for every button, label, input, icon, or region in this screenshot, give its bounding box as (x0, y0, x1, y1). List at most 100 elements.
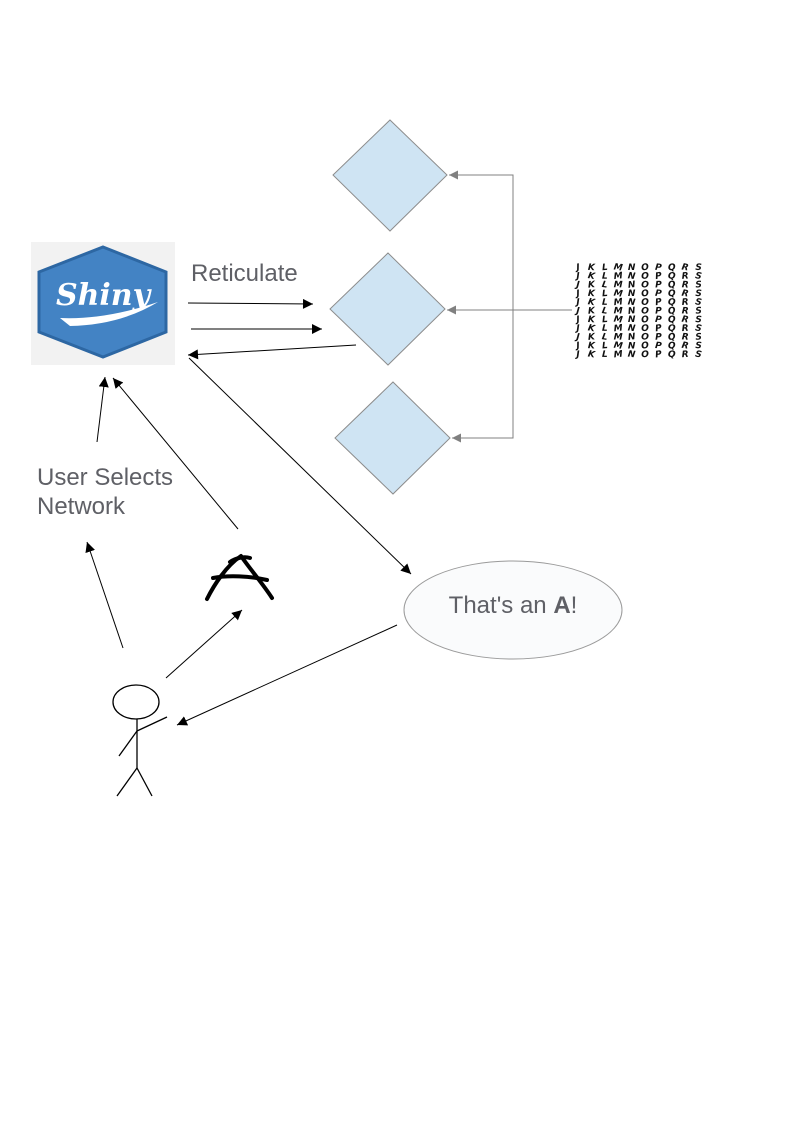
grid-letter: M (613, 289, 623, 300)
grid-letter: J (574, 341, 582, 352)
shiny-network-arrows (187, 298, 412, 575)
grid-letter: O (641, 350, 649, 360)
grid-letter: L (602, 298, 608, 308)
grid-letter: O (641, 298, 649, 308)
grid-letter: N (627, 350, 636, 361)
grid-letter: P (655, 263, 663, 274)
shiny-hex-icon (37, 245, 168, 359)
grid-letter: M (614, 333, 623, 343)
user-label-line2: Network (37, 493, 126, 520)
grid-letter: L (601, 332, 608, 343)
reticulate-label: Reticulate (191, 260, 298, 287)
grid-letter: Q (668, 263, 677, 273)
grid-letter: K (588, 315, 597, 325)
grid-letter: S (694, 271, 702, 282)
grid-letter: P (655, 289, 663, 300)
grid-letter: L (602, 289, 609, 299)
grid-letter: M (613, 323, 623, 334)
grid-letter: P (655, 323, 663, 334)
user-selects-network-label: User Selects Network (37, 463, 173, 521)
grid-letter: K (587, 271, 597, 282)
grid-letter: N (627, 297, 636, 308)
speech-prefix: That's an (448, 592, 554, 619)
grid-letter: P (655, 280, 662, 290)
grid-letter: S (694, 297, 702, 308)
grid-letter: L (602, 263, 609, 273)
grid-letter: K (587, 297, 597, 308)
grid-letter: S (695, 306, 702, 317)
grid-letter: S (695, 280, 702, 291)
grid-letter: N (627, 306, 636, 317)
grid-letter: P (655, 315, 663, 326)
grid-letter: Q (668, 324, 677, 335)
grid-letter: R (681, 341, 690, 352)
grid-letter: M (613, 341, 623, 352)
grid-letter: Q (668, 289, 677, 299)
grid-letter: R (681, 262, 690, 273)
shiny-logo: Shiny (31, 242, 175, 365)
grid-letter: K (588, 341, 597, 351)
logo-swoosh (60, 302, 158, 326)
grid-letter: N (628, 289, 636, 299)
grid-letter: P (655, 332, 662, 342)
grid-letter: N (628, 263, 636, 273)
grid-letter: L (602, 315, 609, 325)
grid-letter: R (681, 298, 689, 308)
speech-bold-letter: A (553, 592, 571, 619)
grid-letter: J (574, 298, 581, 308)
grid-letter: R (681, 271, 689, 281)
grid-letter: R (681, 332, 689, 342)
user-arrows (85, 376, 398, 726)
grid-letter: L (601, 280, 608, 291)
grid-letter: N (627, 323, 636, 334)
grid-letter: J (574, 280, 581, 290)
grid-letter: K (588, 280, 597, 291)
grid-letter: S (694, 350, 702, 361)
grid-letter: M (614, 280, 623, 290)
network-node-top[interactable] (332, 119, 448, 232)
grid-letter: Q (667, 332, 677, 343)
grid-letter: K (587, 323, 597, 334)
drawn-letter-a (205, 554, 274, 601)
grid-letter: K (588, 289, 597, 299)
grid-letter: J (574, 263, 582, 274)
grid-letter: M (613, 350, 623, 361)
grid-letter: N (627, 280, 636, 291)
grid-letter: O (641, 315, 650, 326)
grid-letter: P (655, 297, 663, 308)
grid-letter: O (641, 341, 650, 352)
grid-letter: J (574, 315, 582, 326)
grid-letter: M (613, 262, 623, 273)
speech-bubble (403, 560, 623, 660)
grid-letter: K (587, 349, 597, 360)
grid-letter: S (694, 323, 702, 334)
grid-letter: S (695, 289, 702, 299)
grid-letter: R (681, 324, 689, 334)
user-label-line1: User Selects (37, 464, 174, 491)
grid-letter: Q (668, 341, 677, 351)
grid-letter: R (681, 289, 690, 300)
grid-letter: O (641, 289, 650, 300)
grid-letter: O (641, 306, 650, 317)
grid-letter: Q (667, 306, 677, 317)
grid-letter: L (602, 272, 608, 282)
grid-letter: P (655, 306, 662, 316)
network-node-bottom[interactable] (334, 381, 451, 495)
grid-letter: J (574, 272, 581, 282)
grid-letter: R (681, 315, 690, 326)
network-node-middle[interactable] (329, 252, 446, 366)
grid-letter: O (641, 280, 650, 291)
logo-text: Shiny (56, 278, 153, 313)
user-stick-figure (112, 684, 168, 797)
grid-letter: P (655, 349, 663, 360)
grid-letter: S (695, 315, 702, 325)
grid-letter: Q (668, 298, 677, 309)
grid-letter: S (695, 332, 702, 343)
grid-letter: O (641, 262, 650, 273)
grid-letter: J (574, 350, 581, 360)
grid-letter: N (627, 332, 636, 343)
grid-letter: L (602, 324, 608, 334)
grid-letter: M (613, 271, 623, 282)
